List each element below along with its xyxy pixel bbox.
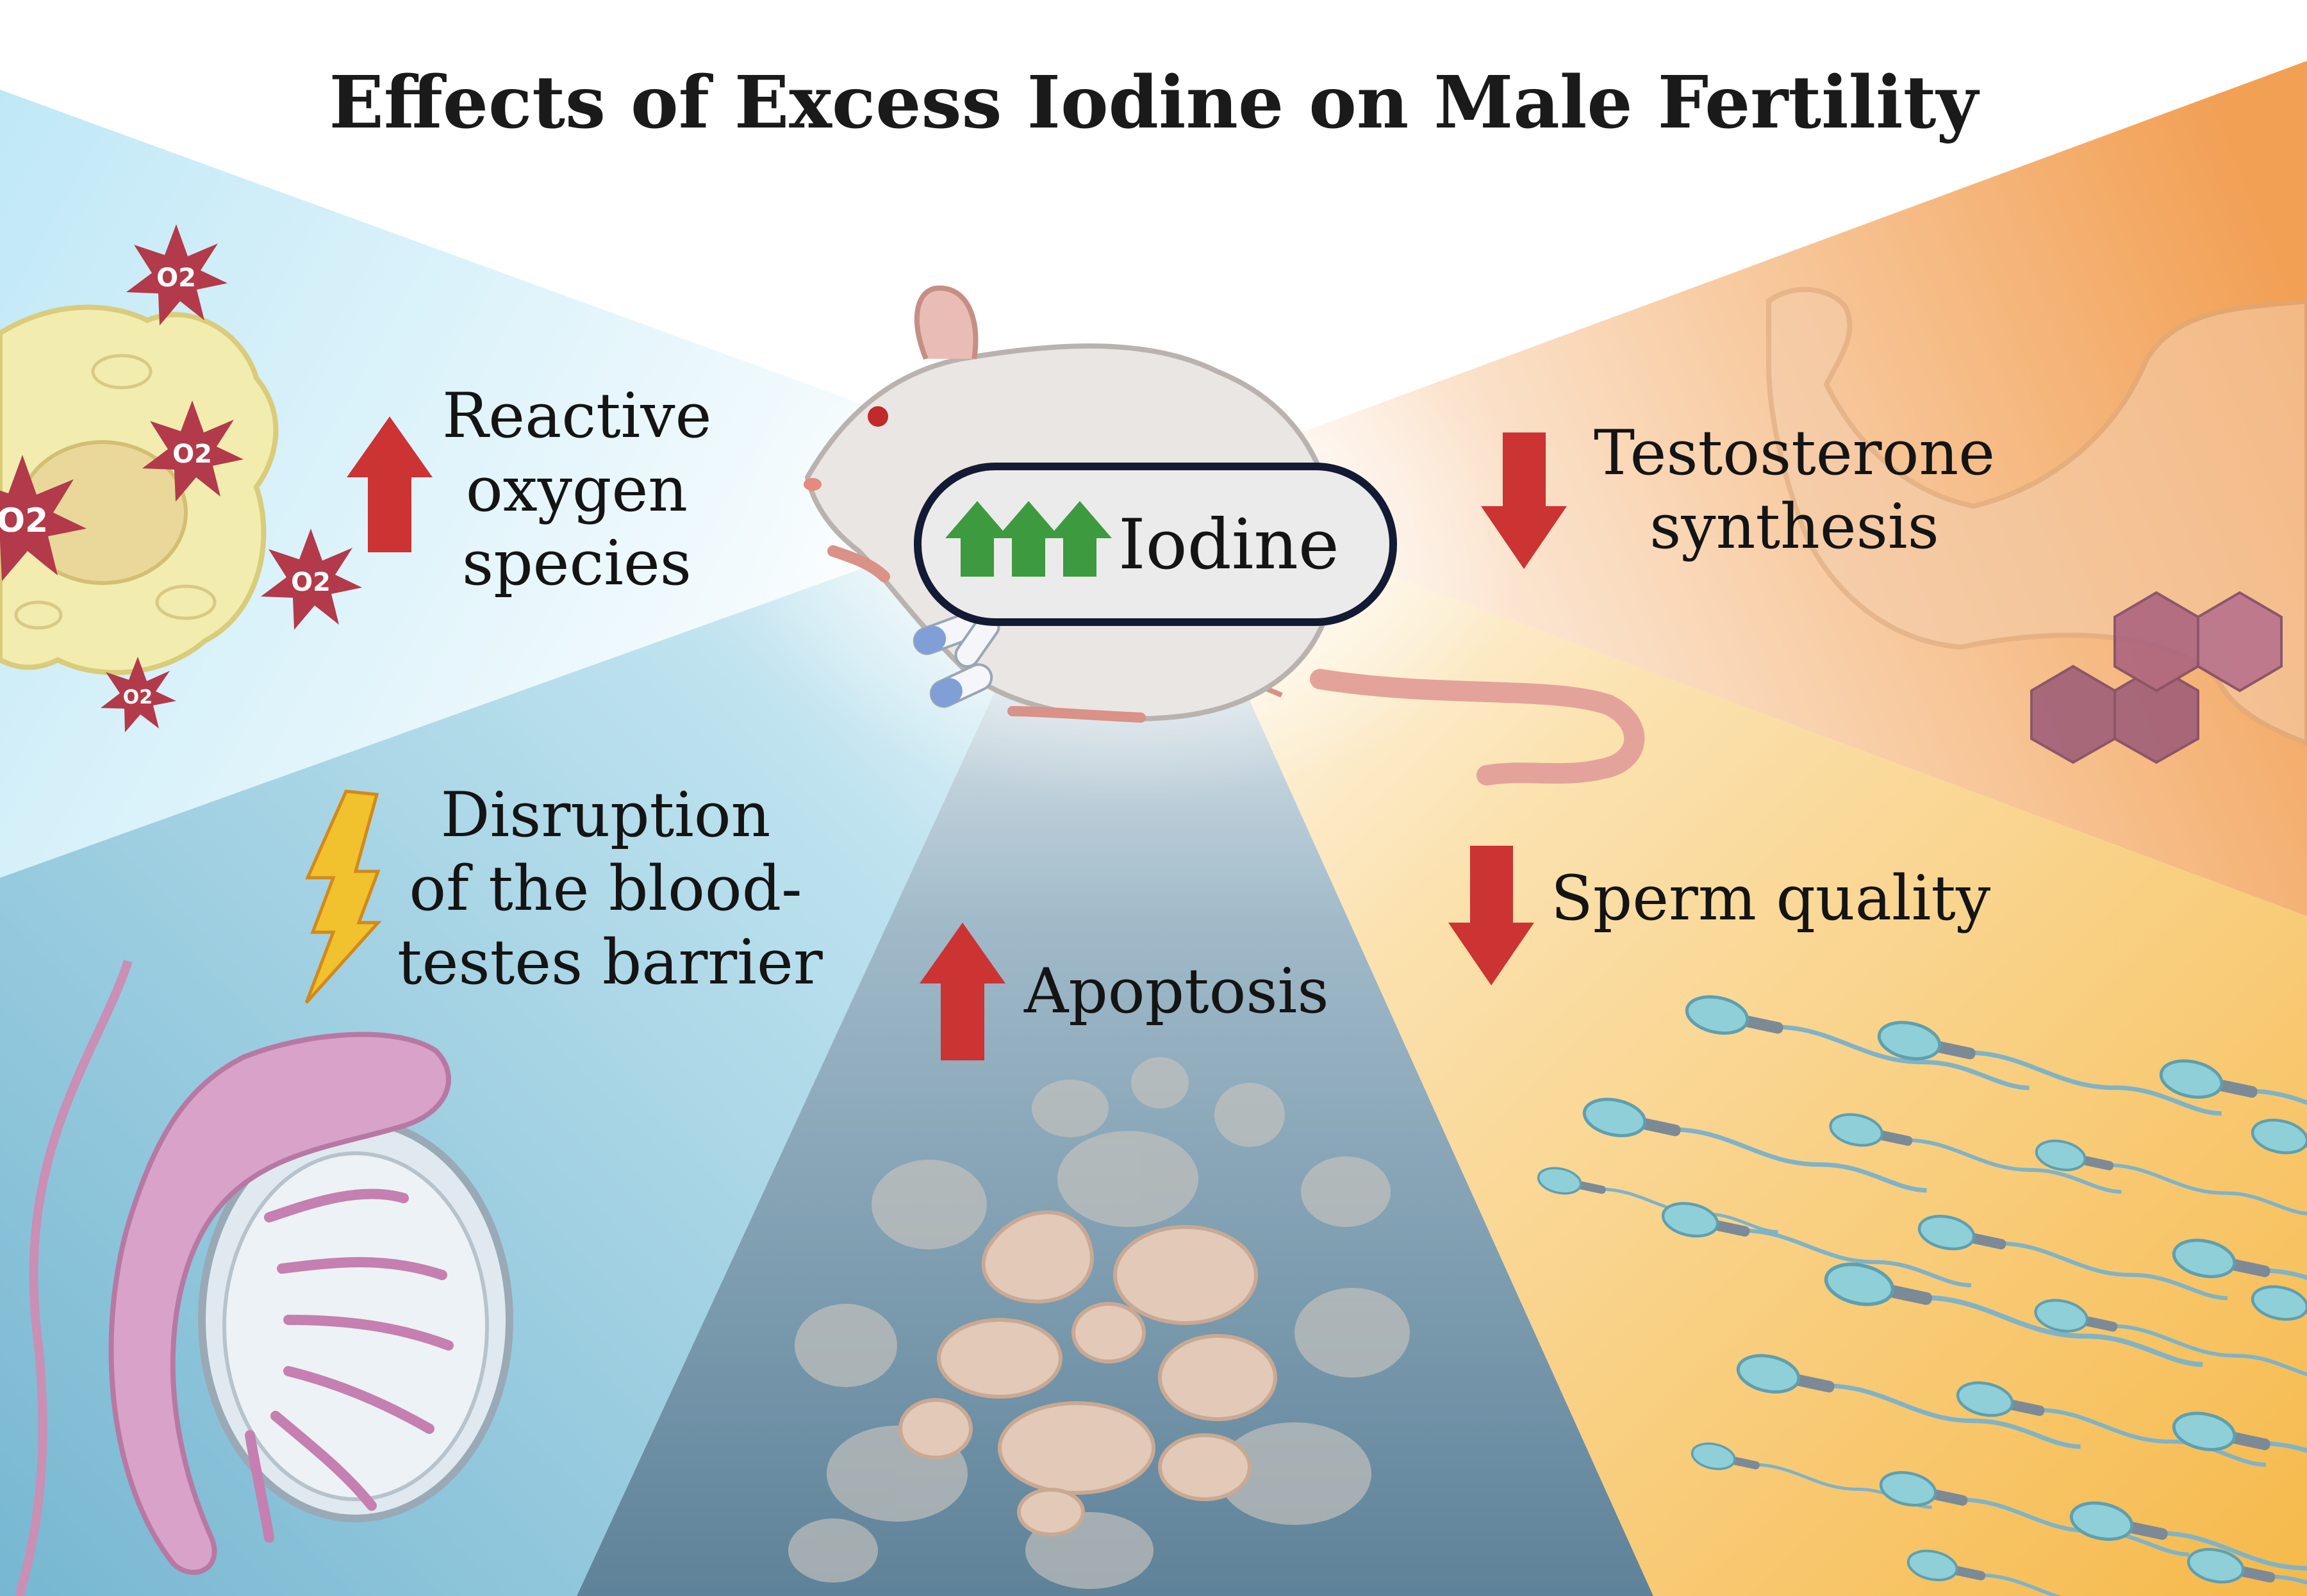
iodine-up-arrow-icon — [996, 501, 1061, 577]
testis-illustration — [15, 959, 513, 1596]
radical-label: O2 — [291, 568, 331, 597]
sperm-cell — [1582, 1098, 1927, 1193]
capsule-pills — [913, 613, 1000, 708]
apoptosis-label: Apoptosis — [1024, 955, 1329, 1027]
btb-label-line: of the blood- — [409, 853, 802, 925]
sperm-cell — [1824, 1262, 2203, 1367]
testosterone-down-arrow-icon — [1481, 432, 1567, 569]
testosterone-panel — [1154, 61, 2307, 916]
apoptosis-up-arrow-icon — [920, 923, 1005, 1060]
sperm-cells — [1537, 995, 2307, 1596]
sperm-cell — [1829, 1113, 2122, 1194]
sperm-cell — [2159, 1059, 2307, 1155]
ros-panel — [0, 90, 1089, 878]
cell-illustration — [0, 304, 279, 675]
sperm-cell — [1877, 1021, 2222, 1116]
radical-label: O2 — [156, 263, 196, 293]
sperm-cell — [1685, 995, 2030, 1090]
sperm-cell — [1906, 1549, 2183, 1596]
sperm-cell — [2172, 1411, 2307, 1507]
ros-up-arrow-icon — [347, 416, 433, 552]
radical-label: O2 — [172, 440, 212, 469]
sperm-cell — [2172, 1238, 2307, 1334]
iodine-up-arrows — [945, 501, 1112, 577]
radical-labels: O2 O2 O2 O2 O2 — [0, 263, 331, 709]
sperm-down-arrow-icon — [1448, 846, 1534, 985]
btb-label-line: testes barrier — [397, 926, 823, 999]
steroid-hexagons — [2030, 591, 2283, 764]
sperm-cell — [1917, 1215, 2228, 1301]
testosterone-label-line: Testosterone — [1593, 417, 1995, 489]
iodine-label: Iodine — [1118, 505, 1339, 585]
radical-label: O2 — [123, 686, 153, 709]
radicals — [0, 224, 362, 732]
sperm-cell — [2069, 1501, 2307, 1596]
sperm-cell — [1661, 1202, 1971, 1288]
sperm-cell — [2187, 1548, 2307, 1596]
iodine-capsule — [914, 463, 1397, 626]
sperm-cell — [2034, 1299, 2307, 1380]
btb-label-line: Disruption — [440, 779, 771, 851]
ros-label-line: species — [461, 527, 692, 600]
ros-label: Reactive oxygen species — [442, 379, 711, 601]
testosterone-label-line: synthesis — [1650, 491, 1939, 563]
iodine-up-arrow-icon — [1048, 501, 1112, 577]
ros-label-line: oxygen — [465, 454, 688, 526]
sperm-cell — [1736, 1354, 2081, 1449]
sperm-cell — [1956, 1381, 2266, 1467]
ros-label-line: Reactive — [442, 380, 712, 452]
page-title: Effects of Excess Iodine on Male Fertili… — [329, 61, 1978, 145]
iodine-up-arrow-icon — [945, 501, 1009, 577]
sperm-cell — [1879, 1471, 2189, 1557]
lightning-icon — [304, 789, 382, 1004]
sperm-label: Sperm quality — [1551, 862, 1991, 934]
sperm-cell — [2035, 1139, 2307, 1216]
btb-label: Disruption of the blood- testes barrier — [397, 778, 823, 1000]
radical-label: O2 — [0, 502, 48, 540]
apoptotic-bodies — [788, 1057, 1410, 1589]
testosterone-label: Testosterone synthesis — [1576, 416, 2012, 564]
sperm-panel — [1154, 487, 2307, 1596]
